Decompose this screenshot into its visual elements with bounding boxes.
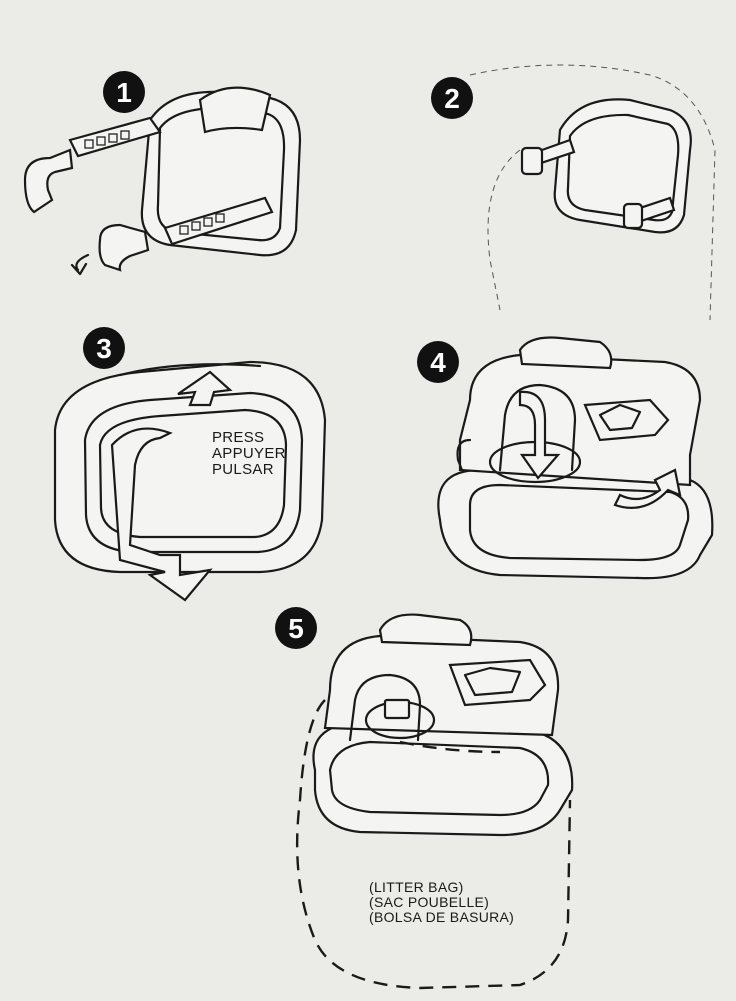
svg-text:5: 5 <box>288 613 304 644</box>
litter-bag-label: (LITTER BAG) (SAC POUBELLE) (BOLSA DE BA… <box>369 880 514 925</box>
svg-text:1: 1 <box>116 77 132 108</box>
step-badge-2: 2 <box>431 77 473 119</box>
litter-bag-label-es: (BOLSA DE BASURA) <box>369 909 515 925</box>
step-5-illustration <box>295 613 574 990</box>
step-badge-1: 1 <box>103 71 145 113</box>
press-label-en: PRESS <box>212 429 265 446</box>
step-4-illustration <box>437 336 714 580</box>
litter-bag-label-en: (LITTER BAG) <box>369 879 464 895</box>
litter-bag-label-fr: (SAC POUBELLE) <box>369 894 490 910</box>
svg-text:4: 4 <box>430 347 446 378</box>
press-label-es: PULSAR <box>212 461 274 478</box>
press-label: PRESS APPUYER PULSAR <box>212 430 286 478</box>
svg-text:2: 2 <box>444 83 460 114</box>
svg-text:3: 3 <box>96 333 112 364</box>
step-2-illustration <box>469 64 716 321</box>
step-1-illustration <box>23 86 302 276</box>
step-badge-3: 3 <box>83 327 125 369</box>
step-3-illustration <box>53 360 327 602</box>
press-label-fr: APPUYER <box>212 445 286 462</box>
step-badge-4: 4 <box>417 341 459 383</box>
step-badge-5: 5 <box>275 607 317 649</box>
